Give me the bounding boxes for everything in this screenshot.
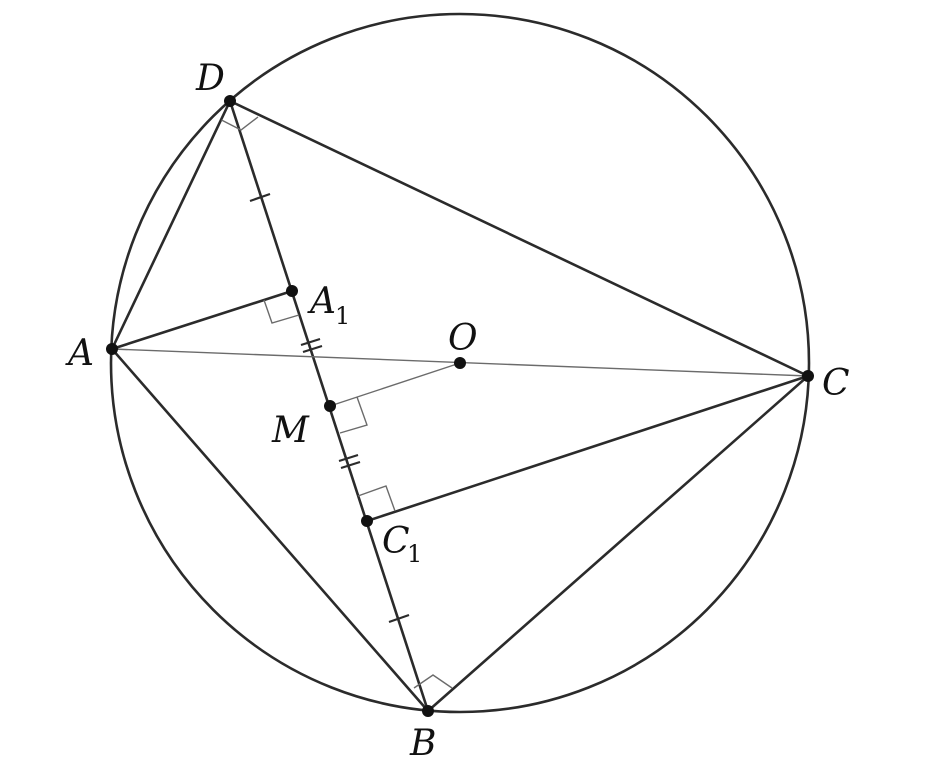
- point-C1: [361, 515, 373, 527]
- right-angle-at-A1: [263, 299, 300, 324]
- point-O: [454, 357, 466, 369]
- segment-BA: [110, 347, 430, 713]
- segment-AA1: [110, 289, 294, 351]
- point-A1: [286, 285, 298, 297]
- svg-text:1: 1: [335, 302, 350, 330]
- segment-CC1: [365, 374, 810, 523]
- point-C: [802, 370, 814, 382]
- right-angle-at-C1: [357, 485, 396, 512]
- tick-A1M-2: [302, 344, 323, 354]
- segment-CB: [426, 374, 810, 713]
- point-A: [106, 343, 118, 355]
- right-angle-at-B: [413, 674, 453, 689]
- point-B: [422, 705, 434, 717]
- tick-C1B: [388, 613, 410, 624]
- tick-MC1-2: [340, 460, 361, 470]
- label-O: O: [448, 318, 478, 359]
- right-angle-at-D: [221, 116, 259, 131]
- segment-AD: [110, 99, 232, 351]
- label-C1: C 1: [382, 521, 422, 568]
- label-C: C: [822, 363, 850, 404]
- tick-DA1: [249, 192, 271, 203]
- label-A: A: [65, 333, 94, 374]
- label-A1: A 1: [307, 281, 350, 330]
- right-angle-at-M: [339, 396, 368, 434]
- point-D: [224, 95, 236, 107]
- label-D: D: [195, 58, 225, 99]
- point-M: [324, 400, 336, 412]
- svg-text:C: C: [382, 521, 410, 562]
- segment-DC: [228, 99, 810, 378]
- label-B: B: [409, 723, 436, 764]
- circumcircle: [109, 12, 811, 714]
- segment-OM: [329, 362, 461, 407]
- tick-A1M-1: [300, 337, 321, 347]
- svg-text:A: A: [307, 281, 336, 322]
- tick-MC1-1: [338, 453, 359, 463]
- label-M: M: [271, 410, 310, 451]
- svg-text:1: 1: [407, 540, 422, 568]
